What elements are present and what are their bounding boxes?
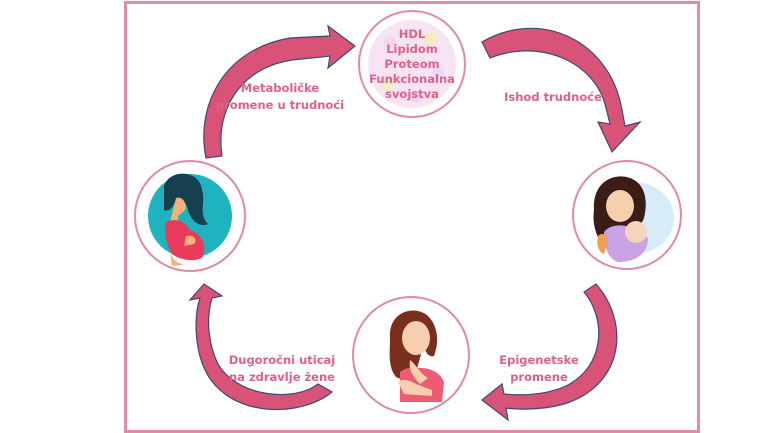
lipoprotein-particle-icon: [368, 20, 456, 108]
label-line: promene u trudnoći: [215, 98, 345, 112]
arrow-long-term: [188, 283, 334, 411]
arrow-outcome: [481, 27, 642, 154]
hdl-line: Funkcionalna: [369, 71, 455, 86]
hdl-line: Lipidom: [386, 41, 438, 56]
hdl-line: svojstva: [385, 86, 439, 101]
thinking-woman-node: [352, 296, 470, 414]
pregnant-woman-node: [134, 160, 246, 272]
label-pregnancy-outcome: Ishod trudnoće: [498, 89, 608, 106]
label-line: na zdravlje žene: [229, 370, 335, 384]
label-line: Ishod trudnoće: [504, 90, 602, 104]
hdl-line: HDL: [398, 26, 426, 41]
label-long-term-impact: Dugoročni uticaj na zdravlje žene: [222, 352, 342, 386]
mother-baby-node: [572, 160, 682, 270]
arrow-metabolic: [203, 24, 356, 159]
hdl-node: HDL Lipidom Proteom Funkcionalna svojstv…: [358, 10, 466, 118]
label-epigenetic-changes: Epigenetske promene: [494, 352, 584, 386]
hdl-node-text: HDL Lipidom Proteom Funkcionalna svojstv…: [360, 12, 464, 116]
mother-baby-icon: [593, 176, 674, 262]
hdl-line: Proteom: [384, 56, 440, 71]
arrow-epigenetic: [481, 283, 618, 422]
label-line: Dugoročni uticaj: [228, 353, 336, 367]
label-line: Metaboličke: [240, 81, 320, 95]
diagram-frame: [124, 1, 700, 433]
pregnant-woman-icon: [148, 173, 232, 266]
label-metabolic-changes: Metaboličke promene u trudnoći: [212, 80, 348, 114]
thinking-woman-icon: [389, 310, 444, 402]
label-line: Epigenetske: [499, 353, 579, 367]
label-line: promene: [510, 370, 568, 384]
